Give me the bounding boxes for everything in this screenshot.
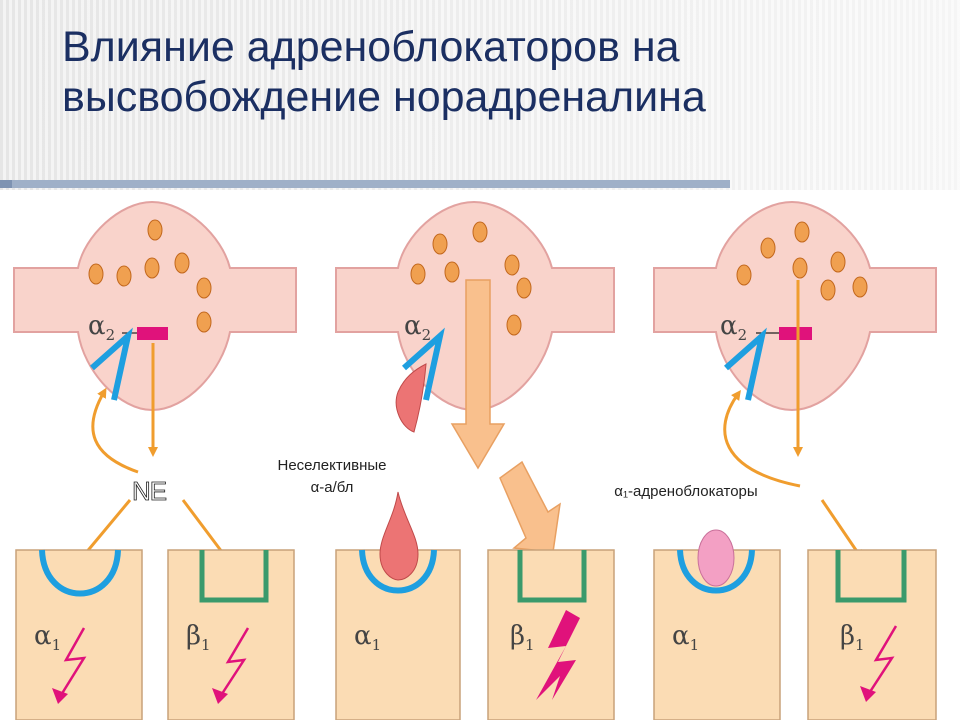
beta1-effector-cell-1: β1 bbox=[167, 549, 295, 720]
vesicles bbox=[410, 221, 532, 336]
vesicle bbox=[444, 261, 460, 283]
beta1-effector-cell-3: β1 bbox=[807, 549, 937, 720]
vesicle bbox=[830, 251, 846, 273]
vesicle bbox=[736, 264, 752, 286]
vesicle bbox=[852, 276, 868, 298]
beta1-symbol: β1 bbox=[510, 621, 535, 654]
beta1-receptor bbox=[199, 550, 269, 603]
title-rule-accent bbox=[0, 180, 12, 188]
alpha1-blocker-molecule bbox=[697, 529, 735, 587]
beta1-receptor bbox=[835, 550, 907, 603]
vesicle bbox=[820, 279, 836, 301]
feedback-arrow bbox=[723, 389, 801, 488]
beta1-receptor bbox=[517, 550, 587, 603]
vesicle bbox=[410, 263, 426, 285]
alpha1-receptor bbox=[677, 549, 755, 594]
alpha2-receptor bbox=[90, 327, 133, 401]
block-marker-inactive bbox=[137, 327, 168, 340]
alpha1-effector-cell-2: α1 bbox=[335, 491, 461, 720]
vesicle bbox=[174, 252, 190, 274]
beta1-effector-cell-2: β1 bbox=[487, 549, 615, 720]
nonselective-blocker-on-alpha2 bbox=[395, 363, 427, 433]
title-line-2: высвобождение норадреналина bbox=[62, 73, 706, 121]
big-arrow-to-beta1 bbox=[499, 460, 561, 553]
vesicle bbox=[760, 237, 776, 259]
alpha1-symbol: α1 bbox=[354, 621, 381, 654]
lightning-icon bbox=[864, 625, 898, 699]
panel-alpha1-blocker: α2 α₁-адреноблокаторы α1 β1 bbox=[614, 200, 937, 720]
alpha2-receptor bbox=[724, 327, 767, 401]
alpha1-blockers-caption: α₁-адреноблокаторы bbox=[614, 483, 757, 500]
strong-lightning-icon bbox=[536, 610, 580, 700]
alpha1-receptor bbox=[359, 549, 437, 594]
lightning-icon bbox=[216, 627, 250, 701]
vesicles bbox=[736, 221, 868, 301]
big-release-arrow bbox=[450, 279, 506, 470]
block-marker-inactive bbox=[779, 327, 812, 340]
alpha1-effector-cell-1: α1 bbox=[15, 549, 143, 720]
alpha2-symbol: α2 bbox=[404, 311, 431, 344]
alpha2-symbol: α2 bbox=[720, 311, 747, 344]
vesicle bbox=[196, 277, 212, 299]
title-line-1: Влияние адреноблокаторов на bbox=[62, 23, 680, 71]
neuron-terminal-2: α2 bbox=[335, 200, 615, 470]
vesicle bbox=[432, 233, 448, 255]
vesicle bbox=[516, 277, 532, 299]
beta1-symbol: β1 bbox=[186, 621, 211, 654]
vesicle bbox=[792, 257, 808, 279]
alpha2-symbol: α2 bbox=[88, 311, 115, 344]
title-rule bbox=[0, 180, 730, 188]
panel-nonselective: α2 Неселективные α-а/бл α1 β1 bbox=[278, 200, 615, 720]
beta1-symbol: β1 bbox=[840, 621, 865, 654]
neuron-body bbox=[13, 200, 297, 412]
ne-to-beta1-arrow bbox=[820, 499, 863, 561]
vesicle bbox=[794, 221, 810, 243]
panel-control: α2 NE α1 β1 bbox=[13, 200, 297, 720]
vesicle bbox=[504, 254, 520, 276]
alpha1-symbol: α1 bbox=[34, 621, 61, 654]
alpha2-receptor bbox=[402, 327, 445, 401]
vesicle bbox=[144, 257, 160, 279]
nonselective-caption-line-2: α-а/бл bbox=[311, 479, 354, 496]
nonselective-caption-line-1: Неселективные bbox=[278, 457, 387, 474]
neuron-terminal-1: α2 bbox=[13, 200, 297, 457]
neuron-terminal-3: α2 bbox=[653, 200, 937, 457]
nonselective-blocker-on-alpha1 bbox=[379, 491, 419, 581]
vesicle bbox=[116, 265, 132, 287]
vesicle bbox=[472, 221, 488, 243]
vesicle bbox=[506, 314, 522, 336]
vesicle bbox=[147, 219, 163, 241]
header-fade bbox=[0, 0, 960, 190]
alpha1-effector-cell-3: α1 bbox=[653, 529, 781, 720]
vesicle bbox=[196, 311, 212, 333]
lightning-icon bbox=[56, 627, 87, 701]
vesicle bbox=[88, 263, 104, 285]
alpha1-symbol: α1 bbox=[672, 621, 699, 654]
feedback-arrow bbox=[91, 387, 139, 474]
vesicles bbox=[88, 219, 212, 333]
ne-label: NE bbox=[132, 476, 167, 506]
alpha1-receptor bbox=[39, 549, 121, 597]
slide-title: Влияние адреноблокаторов на высвобождени… bbox=[62, 22, 942, 122]
